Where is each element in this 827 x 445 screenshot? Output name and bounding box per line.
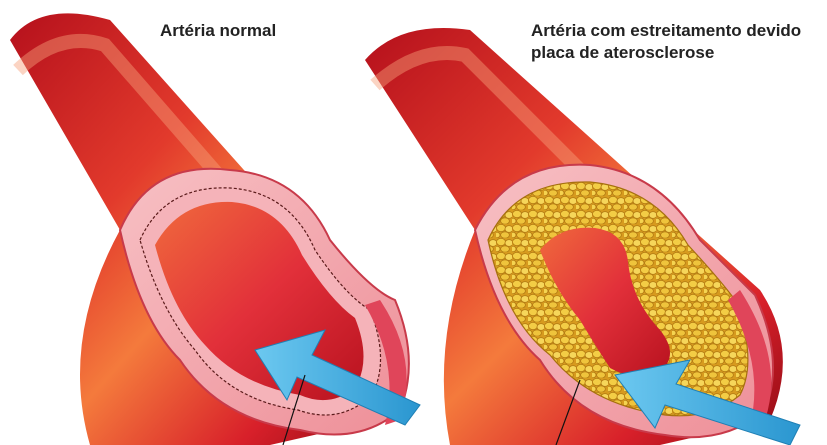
normal-artery-drawing [10, 13, 420, 445]
narrowed-artery-label: Artéria com estreitamento devido placa d… [531, 20, 801, 64]
normal-artery-label: Artéria normal [160, 20, 276, 42]
narrowed-artery-label-line1: Artéria com estreitamento devido [531, 20, 801, 42]
narrowed-artery-label-line2: placa de aterosclerose [531, 42, 801, 64]
narrowed-artery-drawing [365, 28, 800, 445]
